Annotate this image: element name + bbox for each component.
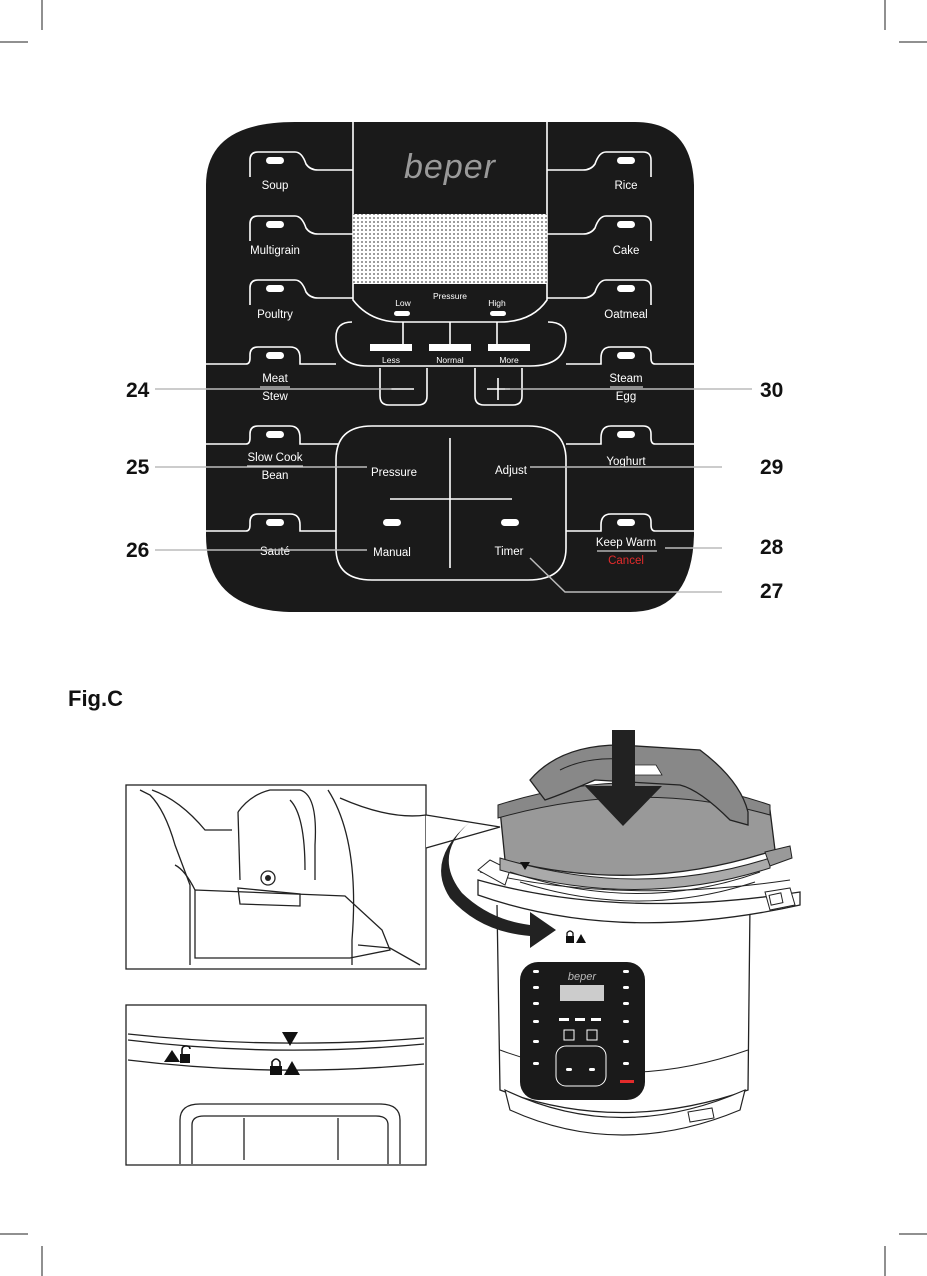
pressure-button[interactable]: Pressure (371, 467, 417, 479)
control-panel: beper Pressure Low High Less Normal More (206, 122, 694, 612)
latch-detail-box (126, 785, 426, 969)
manual-button[interactable]: Manual (373, 547, 411, 559)
pressure-high-label: High (488, 298, 506, 308)
slow-cook-label: Slow Cook (248, 452, 303, 464)
callout-26: 26 (126, 539, 149, 562)
normal-bar[interactable] (429, 344, 471, 351)
callout-25: 25 (126, 456, 150, 479)
timer-led (501, 519, 519, 526)
manual-led (383, 519, 401, 526)
pressure-high-led (490, 311, 506, 316)
more-label: More (499, 355, 519, 365)
cake-label: Cake (613, 245, 640, 257)
lid-marking-detail-box (126, 1005, 426, 1165)
bean-label: Bean (262, 470, 289, 482)
adjust-button[interactable]: Adjust (495, 465, 528, 477)
more-bar[interactable] (488, 344, 530, 351)
rice-label: Rice (614, 180, 637, 192)
soup-label: Soup (262, 180, 289, 192)
timer-button[interactable]: Timer (495, 546, 524, 558)
callout-30: 30 (760, 379, 783, 402)
pressure-low-led (394, 311, 410, 316)
less-label: Less (382, 355, 400, 365)
pressure-cooker-illustration: beper (441, 730, 800, 1135)
mini-brand-logo: beper (568, 971, 597, 983)
callout-24: 24 (126, 379, 150, 402)
callout-29: 29 (760, 456, 783, 479)
callout-28: 28 (760, 536, 784, 559)
saute-label: Sauté (260, 546, 290, 558)
brand-logo: beper (404, 148, 497, 186)
less-bar[interactable] (370, 344, 412, 351)
oatmeal-label: Oatmeal (604, 309, 647, 321)
normal-label: Normal (436, 355, 464, 365)
callout-27: 27 (760, 580, 783, 603)
lcd-display (353, 214, 547, 284)
cancel-label: Cancel (608, 555, 644, 567)
pressure-indicator-title: Pressure (433, 291, 467, 301)
keep-warm-label: Keep Warm (596, 537, 656, 549)
multigrain-label: Multigrain (250, 245, 300, 257)
figure-label: Fig.C (68, 686, 123, 711)
egg-label: Egg (616, 391, 636, 403)
steam-label: Steam (609, 373, 642, 385)
poultry-label: Poultry (257, 309, 293, 321)
zoom-pointer (426, 815, 500, 848)
yoghurt-label: Yoghurt (606, 456, 646, 468)
meat-label: Meat (262, 373, 288, 385)
pressure-low-label: Low (395, 298, 411, 308)
stew-label: Stew (262, 391, 288, 403)
